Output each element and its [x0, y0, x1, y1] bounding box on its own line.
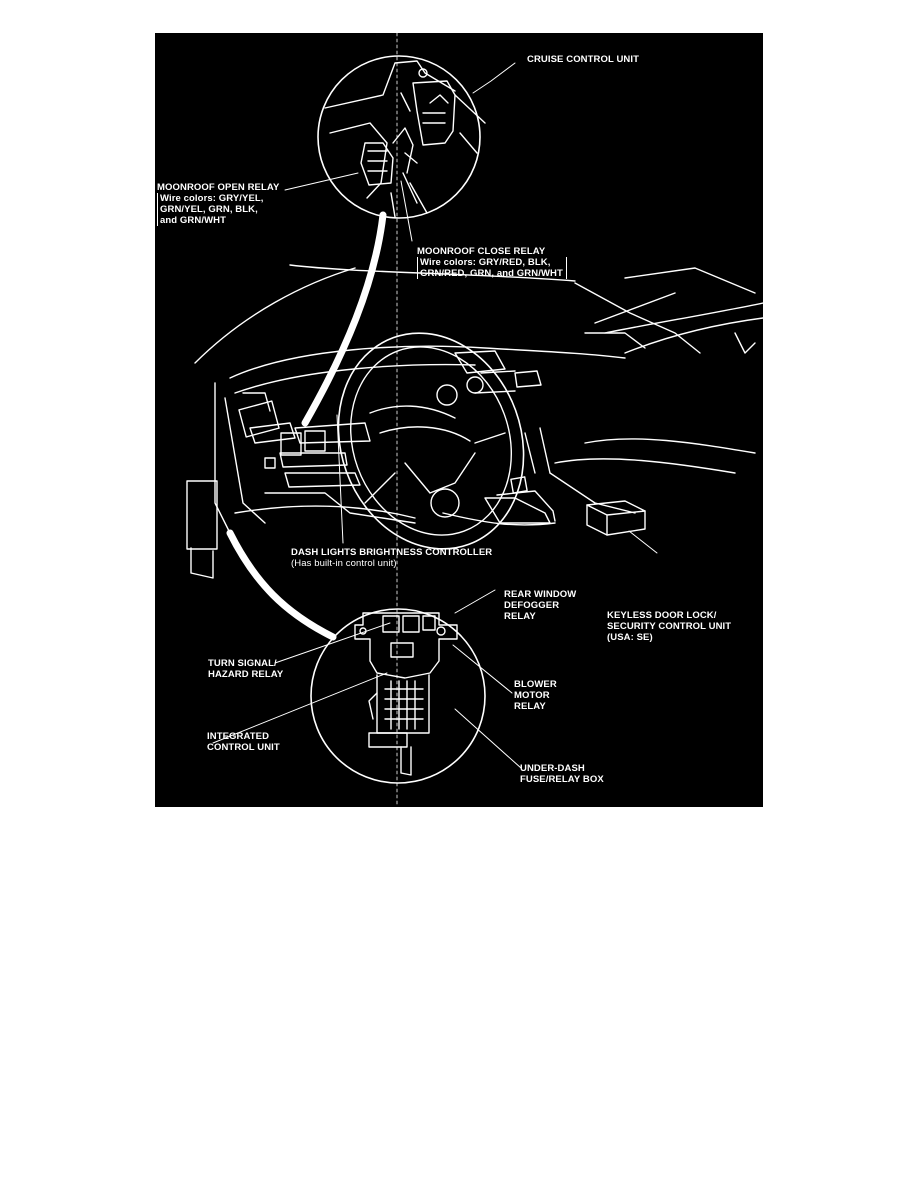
rear-window-defogger-relay-line-3: RELAY — [504, 611, 536, 622]
lower-leaders — [212, 414, 658, 769]
blower-motor-relay-line-3: RELAY — [514, 701, 546, 712]
moonroof-close-relay-title: MOONROOF CLOSE RELAY — [417, 246, 546, 257]
turn-signal-hazard-relay-line-2: HAZARD RELAY — [208, 669, 284, 680]
turn-signal-hazard-relay-line-1: TURN SIGNAL/ — [208, 658, 277, 669]
upper-detail-circle — [317, 55, 486, 219]
blower-motor-relay-line-1: BLOWER — [514, 679, 557, 690]
moonroof-open-relay-label: MOONROOF OPEN RELAY Wire colors: GRY/YEL… — [157, 182, 279, 226]
lower-connector-band — [226, 529, 337, 641]
dash-lights-brightness-controller-label: DASH LIGHTS BRIGHTNESS CONTROLLER (Has b… — [291, 547, 492, 569]
dash-lights-brightness-controller-title: DASH LIGHTS BRIGHTNESS CONTROLLER — [291, 547, 493, 558]
moonroof-open-relay-wire-line-2: GRN/YEL, GRN, BLK, — [160, 204, 258, 215]
steering-wheel — [337, 332, 525, 550]
rear-window-defogger-relay-line-2: DEFOGGER — [504, 600, 560, 611]
moonroof-close-relay-wire-bracket: Wire colors: GRY/RED, BLK, GRN/RED, GRN,… — [417, 257, 567, 279]
moonroof-close-relay-wire-line-1: Wire colors: GRY/RED, BLK, — [420, 257, 551, 268]
dashboard-illustration — [186, 33, 763, 807]
moonroof-open-relay-wire-bracket: Wire colors: GRY/YEL, GRN/YEL, GRN, BLK,… — [157, 193, 279, 226]
component-location-figure: CRUISE CONTROL UNIT MOONROOF OPEN RELAY … — [155, 33, 763, 807]
cruise-control-unit-label: CRUISE CONTROL UNIT — [527, 54, 640, 65]
moonroof-close-relay-label: MOONROOF CLOSE RELAY Wire colors: GRY/RE… — [417, 246, 567, 279]
moonroof-open-relay-title: MOONROOF OPEN RELAY — [157, 182, 280, 193]
keyless-door-lock-line-3: (USA: SE) — [607, 632, 653, 643]
rear-window-defogger-relay-line-1: REAR WINDOW — [504, 589, 577, 600]
under-dash-fuse-relay-box-line-2: FUSE/RELAY BOX — [520, 774, 604, 785]
left-components — [186, 400, 326, 579]
keyless-door-lock-line-2: SECURITY CONTROL UNIT — [607, 621, 732, 632]
turn-signal-hazard-relay-label: TURN SIGNAL/ HAZARD RELAY — [208, 658, 283, 680]
gear-selector — [496, 476, 556, 522]
moonroof-open-relay-wire-line-3: and GRN/WHT — [160, 215, 227, 226]
keyless-door-lock-line-1: KEYLESS DOOR LOCK/ — [607, 610, 717, 621]
blower-motor-relay-label: BLOWER MOTOR RELAY — [514, 679, 557, 712]
keyless-door-lock-label: KEYLESS DOOR LOCK/ SECURITY CONTROL UNIT… — [607, 610, 731, 643]
upper-leaders — [284, 62, 516, 242]
integrated-control-unit-line-1: INTEGRATED — [207, 731, 270, 742]
integrated-control-unit-label: INTEGRATED CONTROL UNIT — [207, 731, 280, 753]
dash-lights-brightness-controller-note: (Has built-in control unit) — [291, 558, 397, 569]
integrated-control-unit-line-2: CONTROL UNIT — [207, 742, 280, 753]
rear-window-defogger-relay-label: REAR WINDOW DEFOGGER RELAY — [504, 589, 576, 622]
under-dash-fuse-relay-box-line-1: UNDER-DASH — [520, 763, 585, 774]
blower-motor-relay-line-2: MOTOR — [514, 690, 550, 701]
dashboard-body — [194, 264, 763, 534]
under-dash-fuse-relay-box-label: UNDER-DASH FUSE/RELAY BOX — [520, 763, 604, 785]
moonroof-close-relay-wire-line-2: GRN/RED, GRN, and GRN/WHT — [420, 268, 563, 279]
moonroof-open-relay-wire-line-1: Wire colors: GRY/YEL, — [160, 193, 264, 204]
keyless-module — [586, 500, 646, 536]
lower-detail-circle — [310, 608, 486, 784]
upper-connector-band — [301, 211, 387, 427]
